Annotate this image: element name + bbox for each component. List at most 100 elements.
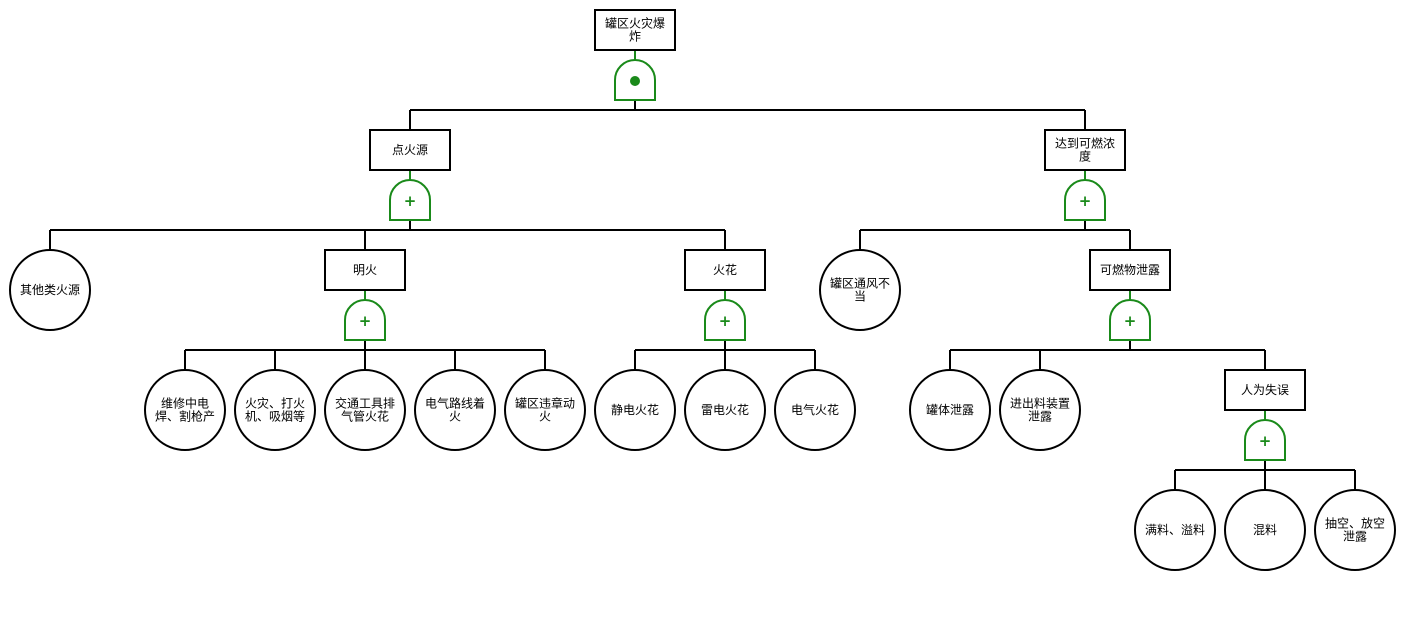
gate-body [344, 299, 386, 341]
event-label: 电气路线着 [425, 396, 485, 411]
event-label: 泄露 [1028, 410, 1052, 424]
event-label: 点火源 [392, 143, 428, 157]
event-label: 罐区违章动 [515, 396, 575, 411]
event-label: 达到可燃浓 [1055, 136, 1115, 151]
or-gate-leak: + [1109, 299, 1151, 341]
event-box [369, 129, 451, 171]
event-label: 气管火花 [341, 409, 389, 424]
intermediate-event-ignition[interactable]: 点火源 [369, 129, 451, 171]
event-circle [1314, 489, 1396, 571]
event-circle [774, 369, 856, 451]
event-circle [909, 369, 991, 451]
gate-symbol-plus: + [1079, 192, 1092, 210]
gate-symbol-plus: + [1259, 432, 1272, 450]
gate-symbol-plus: + [404, 192, 417, 210]
or-gate-concentration: + [1064, 179, 1106, 221]
gate-body [1064, 179, 1106, 221]
event-label: 混料 [1253, 523, 1277, 537]
event-label: 炸 [629, 30, 641, 44]
event-label: 火灾、打火 [245, 396, 305, 411]
event-label: 交通工具排 [335, 396, 395, 411]
event-circle [414, 369, 496, 451]
gate-symbol-plus: + [359, 312, 372, 330]
event-box [1224, 369, 1306, 411]
event-box [1044, 129, 1126, 171]
event-circle [504, 369, 586, 451]
event-circle [684, 369, 766, 451]
event-label: 罐体泄露 [926, 403, 974, 417]
event-label: 人为失误 [1241, 382, 1289, 397]
intermediate-event-leak[interactable]: 可燃物泄露 [1089, 249, 1171, 291]
connector-lines [49, 50, 1356, 490]
event-label: 度 [1079, 149, 1091, 164]
or-gate-ignition: + [389, 179, 431, 221]
basic-event-static[interactable]: 静电火花 [594, 369, 676, 451]
event-label: 泄露 [1343, 530, 1367, 544]
basic-event-tankleak[interactable]: 罐体泄露 [909, 369, 991, 451]
event-box [324, 249, 406, 291]
basic-event-smoke[interactable]: 火灾、打火机、吸烟等 [234, 369, 316, 451]
event-circle [999, 369, 1081, 451]
tree-nodes: 罐区火灾爆炸点火源达到可燃浓度其他类火源明火火花罐区通风不当可燃物泄露维修中电焊… [9, 9, 1396, 571]
intermediate-event-spark[interactable]: 火花 [684, 249, 766, 291]
event-label: 静电火花 [611, 402, 659, 417]
event-label: 焊、割枪产 [155, 409, 215, 424]
event-label: 进出料装置 [1010, 397, 1070, 411]
logic-gates: + + + + + + [344, 59, 1286, 461]
gate-body [704, 299, 746, 341]
event-label: 抽空、放空 [1325, 516, 1385, 531]
event-label: 火花 [713, 262, 737, 277]
event-circle [819, 249, 901, 331]
event-label: 火 [449, 410, 461, 424]
gate-symbol-dot [630, 76, 640, 86]
event-circle [9, 249, 91, 331]
event-label: 罐区火灾爆 [605, 16, 665, 31]
event-circle [594, 369, 676, 451]
event-label: 罐区通风不 [830, 277, 890, 291]
event-label: 雷电火花 [701, 402, 749, 417]
basic-event-mix[interactable]: 混料 [1224, 489, 1306, 571]
event-box [594, 9, 676, 51]
intermediate-event-flame[interactable]: 明火 [324, 249, 406, 291]
event-label: 当 [854, 290, 866, 304]
event-label: 火 [539, 410, 551, 424]
event-circle [144, 369, 226, 451]
event-label: 可燃物泄露 [1100, 262, 1160, 277]
event-box [684, 249, 766, 291]
basic-event-other[interactable]: 其他类火源 [9, 249, 91, 331]
intermediate-event-human[interactable]: 人为失误 [1224, 369, 1306, 411]
and-gate-top [614, 59, 656, 101]
event-label: 满料、溢料 [1145, 523, 1205, 537]
gate-body [1244, 419, 1286, 461]
event-label: 电气火花 [791, 402, 839, 417]
basic-event-overflow[interactable]: 满料、溢料 [1134, 489, 1216, 571]
or-gate-human: + [1244, 419, 1286, 461]
event-label: 明火 [353, 263, 377, 277]
basic-event-electric[interactable]: 电气火花 [774, 369, 856, 451]
gate-symbol-plus: + [1124, 312, 1137, 330]
gate-symbol-plus: + [719, 312, 732, 330]
event-label: 其他类火源 [20, 283, 80, 297]
event-box [1089, 249, 1171, 291]
or-gate-flame: + [344, 299, 386, 341]
event-circle [1224, 489, 1306, 571]
gate-body [1109, 299, 1151, 341]
event-label: 维修中电 [161, 396, 209, 411]
event-circle [234, 369, 316, 451]
event-label: 机、吸烟等 [245, 410, 305, 424]
gate-body [389, 179, 431, 221]
event-circle [1134, 489, 1216, 571]
event-circle [324, 369, 406, 451]
basic-event-lightning[interactable]: 雷电火花 [684, 369, 766, 451]
or-gate-spark: + [704, 299, 746, 341]
